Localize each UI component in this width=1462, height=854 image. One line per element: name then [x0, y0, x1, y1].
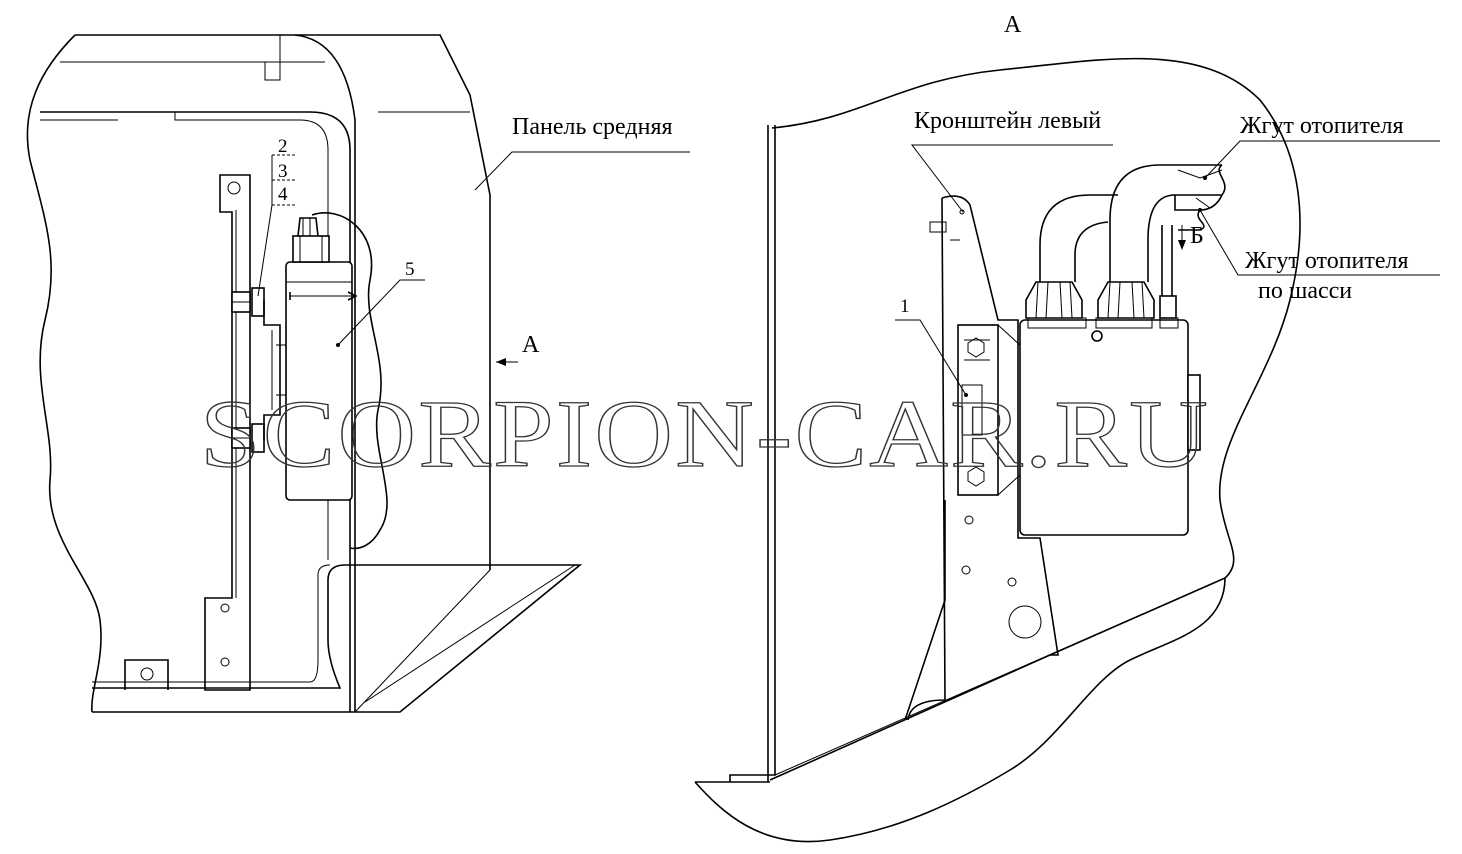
view-a-title: А: [1004, 12, 1022, 38]
view-arrow-a-label: А: [522, 332, 540, 358]
arrow-b: Б: [1178, 223, 1204, 250]
left-inner-frame: [40, 111, 351, 712]
arrow-b-label: Б: [1190, 223, 1204, 249]
right-view: А: [694, 12, 1440, 843]
panel-middle-callout: Панель средняя: [474, 114, 690, 191]
heater-harness-chassis-callout: Жгут отопителя по шасси: [1198, 208, 1440, 304]
bracket-left-label: Кронштейн левый: [914, 108, 1101, 134]
callout-3: 3: [278, 161, 288, 182]
bracket-left: [904, 195, 1059, 721]
heater-harness-label: Жгут отопителя: [1240, 113, 1404, 139]
left-cutaway: [311, 212, 388, 550]
callout-4: 4: [278, 184, 288, 205]
right-panel-edge: [729, 125, 776, 782]
right-break-outline: [771, 57, 1301, 579]
right-bottom-break: [694, 576, 1226, 843]
left-panel-top: [75, 34, 491, 570]
left-floor: [92, 564, 583, 713]
callout-1-label: 1: [900, 296, 910, 317]
callout-2: 2: [278, 136, 288, 157]
view-arrow-a: А: [496, 332, 540, 366]
watermark: SCORPION-CAR.RU: [200, 380, 1210, 487]
control-module-5: [285, 217, 358, 501]
bracket-left-callout: Кронштейн левый: [910, 108, 1113, 213]
heater-harness-chassis-label-1: Жгут отопителя: [1245, 248, 1409, 274]
callout-2-3-4: 2 3 4: [257, 136, 296, 297]
bolt-upper: [231, 287, 265, 317]
callout-1: 1: [895, 296, 968, 397]
heater-control-unit: [1019, 281, 1201, 536]
callout-5-label: 5: [405, 259, 415, 280]
callout-5: 5: [336, 259, 425, 347]
harness-tubes: [1039, 164, 1226, 296]
heater-harness-callout: Жгут отопителя: [1203, 113, 1440, 180]
left-bracket: [204, 174, 251, 691]
heater-harness-chassis-label-2: по шасси: [1258, 278, 1352, 304]
left-view: 2 3 4 5 Панель средняя А: [26, 34, 690, 713]
left-break-outline: [26, 34, 102, 713]
panel-middle-label: Панель средняя: [512, 114, 673, 140]
